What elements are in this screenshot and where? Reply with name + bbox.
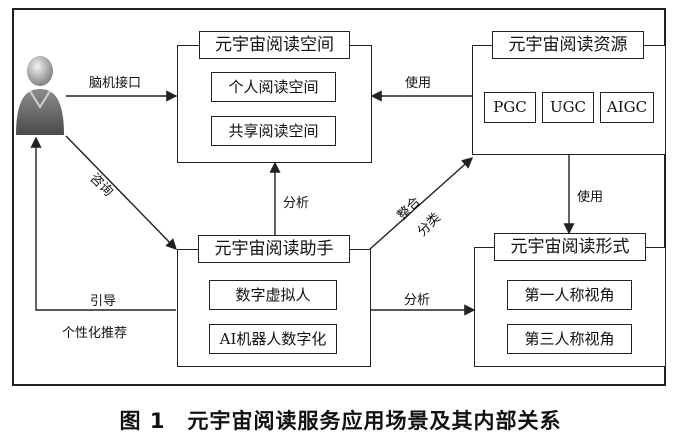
user-avatar-icon bbox=[16, 56, 64, 135]
label-use-top: 使用 bbox=[405, 76, 432, 91]
reading-assistant-title: 元宇宙阅读助手 bbox=[198, 235, 350, 263]
figure-frame bbox=[12, 8, 666, 386]
digital-human-box: 数字虚拟人 bbox=[209, 280, 337, 310]
edge-integrate bbox=[369, 157, 474, 250]
pgc-box: PGC bbox=[484, 92, 536, 123]
ugc-box: UGC bbox=[542, 92, 594, 123]
reading-forms-title: 元宇宙阅读形式 bbox=[494, 233, 646, 261]
label-bci: 脑机接口 bbox=[89, 76, 142, 91]
label-analyze-up: 分析 bbox=[283, 196, 310, 211]
edge-consult bbox=[65, 135, 177, 251]
ai-robot-box: AI机器人数字化 bbox=[209, 324, 337, 354]
figure-caption: 图 1 元宇宙阅读服务应用场景及其内部关系 bbox=[119, 409, 562, 433]
third-person-box: 第三人称视角 bbox=[507, 324, 632, 354]
label-analyze-right: 分析 bbox=[404, 293, 431, 308]
label-recommend: 个性化推荐 bbox=[62, 326, 128, 341]
edge-guide bbox=[30, 136, 176, 311]
reading-resources-title: 元宇宙阅读资源 bbox=[492, 31, 644, 59]
personal-space-box: 个人阅读空间 bbox=[211, 72, 336, 102]
reading-space-title: 元宇宙阅读空间 bbox=[199, 31, 350, 59]
shared-space-box: 共享阅读空间 bbox=[211, 116, 336, 146]
aigc-box: AIGC bbox=[600, 92, 654, 123]
label-use-right: 使用 bbox=[577, 190, 604, 205]
first-person-box: 第一人称视角 bbox=[507, 280, 632, 310]
label-guide: 引导 bbox=[90, 294, 117, 309]
